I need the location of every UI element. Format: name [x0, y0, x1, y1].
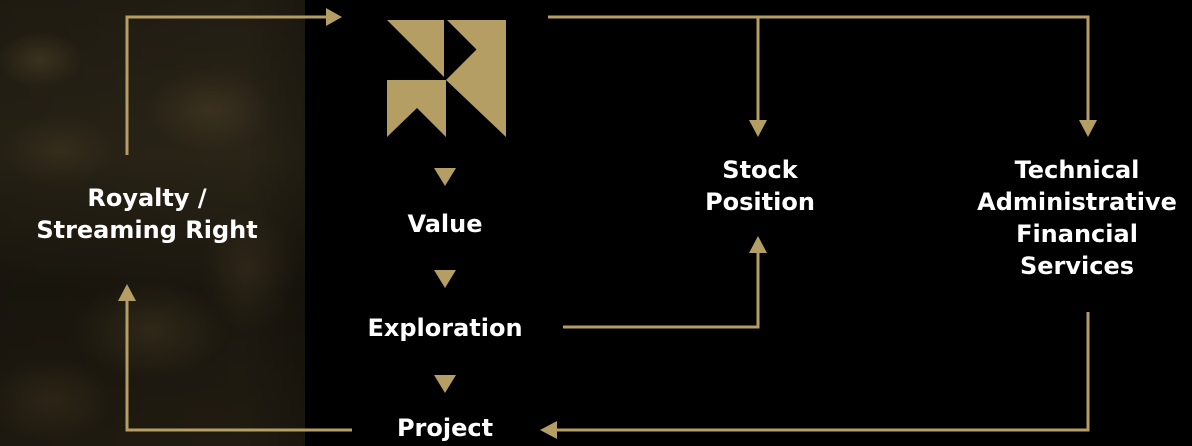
- connector-services-to-project: [555, 312, 1090, 432]
- arrowhead-to-services: [1079, 120, 1097, 137]
- down-triangle-3: [434, 375, 456, 393]
- node-services: Technical Administrative Financial Servi…: [977, 154, 1177, 282]
- node-value: Value: [407, 210, 483, 238]
- down-triangle-1: [434, 168, 456, 186]
- arrowhead-to-logo: [326, 8, 342, 26]
- node-services-line-4: Services: [1019, 252, 1135, 280]
- node-stock-line-1: Stock: [722, 156, 798, 184]
- connector-exploration-to-stock: [563, 252, 760, 329]
- node-stock-position: Stock Position: [705, 154, 815, 218]
- connector-logo-to-stock-services: [548, 15, 1090, 122]
- node-royalty-line-2: Streaming Right: [36, 216, 258, 244]
- node-services-line-2: Administrative: [977, 188, 1177, 216]
- background-photo: [0, 0, 305, 446]
- pinwheel-logo-icon: [387, 20, 506, 137]
- node-services-line-1: Technical: [1014, 156, 1140, 184]
- node-stock-line-2: Position: [705, 188, 815, 216]
- node-royalty-line-1: Royalty /: [87, 184, 207, 212]
- arrowhead-to-project: [540, 421, 557, 439]
- node-exploration: Exploration: [367, 314, 523, 342]
- node-project: Project: [396, 414, 494, 442]
- connector-project-to-royalty: [125, 300, 352, 432]
- arrowhead-to-stock-bottom: [749, 236, 767, 253]
- down-triangle-2: [434, 270, 456, 288]
- node-services-line-3: Financial: [1016, 220, 1138, 248]
- arrowhead-to-stock-top: [749, 120, 767, 137]
- connector-royalty-to-logo: [125, 15, 328, 155]
- node-royalty-streaming-right: Royalty / Streaming Right: [36, 182, 257, 246]
- arrowhead-to-royalty: [118, 284, 136, 301]
